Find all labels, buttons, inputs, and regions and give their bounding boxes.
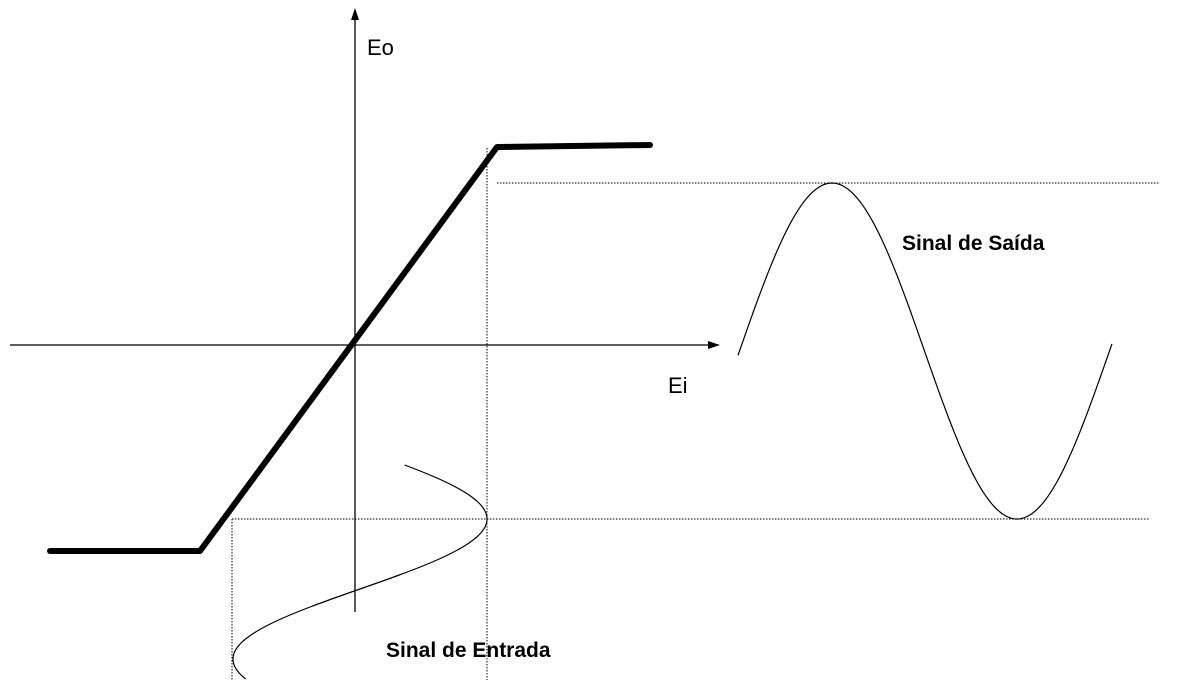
input-signal-wave	[232, 464, 488, 680]
x-axis-arrow-icon	[708, 341, 720, 349]
axes	[10, 14, 712, 612]
output-signal-wave	[737, 182, 1113, 520]
transfer-characteristic-curve	[47, 142, 653, 554]
output-signal-label: Sinal de Saída	[902, 232, 1045, 255]
x-axis-label: Ei	[668, 373, 688, 398]
y-axis-label: Eo	[367, 35, 394, 60]
y-axis-arrow-icon	[351, 8, 359, 20]
input-signal-label: Sinal de Entrada	[386, 639, 551, 662]
reference-lines	[231, 148, 1160, 680]
